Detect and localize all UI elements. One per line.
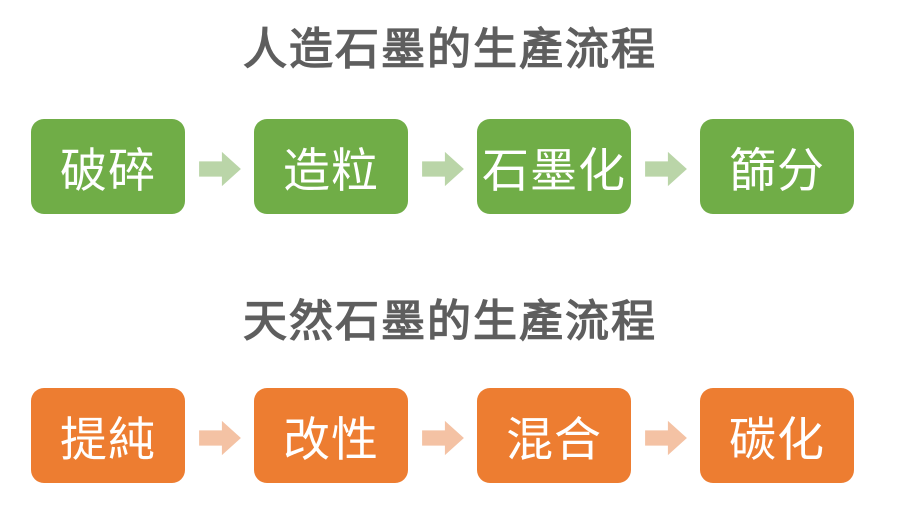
step-box-granulation: 造粒 [254, 119, 408, 214]
flow-title-artificial: 人造石墨的生產流程 [243, 24, 657, 75]
flow-row-natural: 提純 改性 混合 碳化 [31, 388, 854, 483]
arrow-wrap [185, 415, 254, 457]
step-box-graphitization: 石墨化 [477, 119, 631, 214]
flow-title-natural: 天然石墨的生產流程 [243, 296, 657, 347]
arrow-right-icon [644, 151, 687, 186]
step-box-modification: 改性 [254, 388, 408, 483]
arrow-wrap [408, 415, 477, 457]
arrow-right-icon [198, 420, 241, 455]
step-box-sieving: 篩分 [700, 119, 854, 214]
step-box-purification: 提純 [31, 388, 185, 483]
step-box-mixing: 混合 [477, 388, 631, 483]
arrow-right-icon [421, 420, 464, 455]
step-box-crushing: 破碎 [31, 119, 185, 214]
arrow-wrap [185, 146, 254, 188]
arrow-right-icon [198, 151, 241, 186]
arrow-wrap [408, 146, 477, 188]
arrow-right-icon [644, 420, 687, 455]
step-box-carbonization: 碳化 [700, 388, 854, 483]
arrow-right-icon [421, 151, 464, 186]
arrow-wrap [631, 146, 700, 188]
flow-row-artificial: 破碎 造粒 石墨化 篩分 [31, 119, 854, 214]
arrow-wrap [631, 415, 700, 457]
